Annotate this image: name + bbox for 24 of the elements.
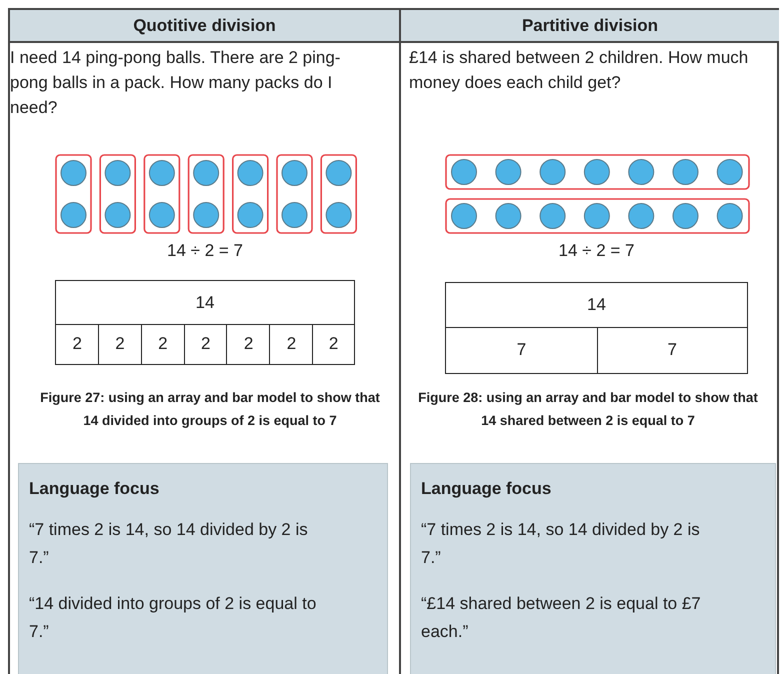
- bar-model-part: 7: [445, 326, 598, 374]
- quote-text: “£14 shared between 2 is equal to £7 each.”: [421, 593, 702, 643]
- column-header: Quotitive division: [10, 10, 399, 43]
- column-header: Partitive division: [401, 10, 779, 43]
- quote-text: “7 times 2 is 14, so 14 divided by 2 is 7.”: [421, 519, 701, 569]
- bar-model-part: 2: [312, 324, 355, 364]
- quote-text: “7 times 2 is 14, so 14 divided by 2 is 7.”: [29, 519, 309, 569]
- bar-model-part: 7: [596, 326, 748, 374]
- equation: 14 ÷ 2 = 7: [166, 240, 244, 262]
- figure-caption: Figure 27: using an array and bar model to show that 14 divided into groups of 2 is equal to 7: [40, 389, 380, 430]
- quote-text: “14 divided into groups of 2 is equal to 7.”: [29, 593, 318, 643]
- panel-heading: Language focus: [29, 478, 160, 500]
- bar-model-part: 2: [226, 324, 271, 364]
- bar-model-part: 2: [269, 324, 314, 364]
- equation: 14 ÷ 2 = 7: [558, 240, 636, 262]
- figure-caption: Figure 28: using an array and bar model to show that 14 shared between 2 is equal to 7: [417, 389, 759, 430]
- bar-model-part: 2: [55, 324, 100, 364]
- language-focus-panel: [18, 463, 388, 674]
- question-text: I need 14 ping-pong balls. There are 2 ping-pong balls in a pack. How many packs do I need?: [10, 47, 342, 119]
- bar-model-whole: 14: [445, 282, 748, 328]
- panel-heading: Language focus: [421, 478, 552, 500]
- bar-model-whole: 14: [55, 280, 355, 325]
- question-text: £14 is shared between 2 children. How much money does each child get?: [409, 47, 750, 94]
- language-focus-panel: [410, 463, 776, 674]
